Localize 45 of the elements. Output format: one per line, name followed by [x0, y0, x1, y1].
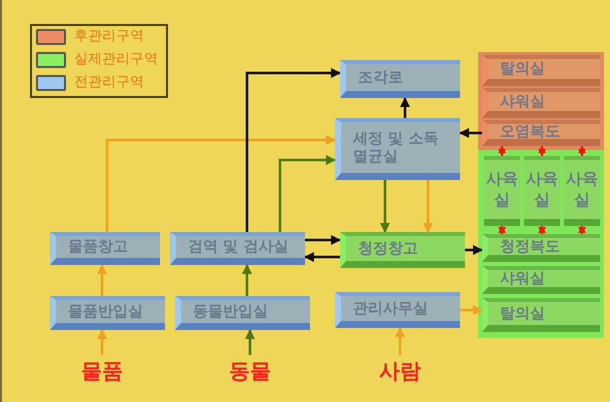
room-box: 사육실: [564, 156, 600, 226]
input-label: 동물: [218, 355, 282, 387]
legend-label: 전관리구역: [74, 73, 144, 91]
room-box: 사육실: [524, 156, 560, 226]
double-arrow: [538, 145, 546, 157]
arrow: [395, 327, 405, 355]
arrow: [278, 155, 336, 232]
arrow: [242, 264, 252, 296]
room-box: 검역 및 검사실: [170, 232, 305, 265]
double-arrow: [498, 225, 506, 235]
room-box: 조각로: [340, 60, 460, 98]
arrow: [245, 329, 255, 355]
legend-label: 실제관리구역: [74, 50, 158, 68]
legend-label: 후관리구역: [74, 27, 144, 45]
double-arrow: [538, 225, 546, 235]
room-box: 청정창고: [340, 232, 465, 268]
double-arrow: [578, 225, 586, 235]
arrow: [246, 68, 341, 232]
room-box: 샤워실: [482, 266, 600, 294]
arrow: [460, 305, 483, 315]
room-box: 사육실: [484, 156, 520, 226]
room-box: 탈의실: [482, 298, 600, 332]
arrow: [459, 128, 482, 138]
double-arrow: [578, 145, 586, 157]
arrow: [305, 235, 341, 245]
arrow: [97, 329, 107, 355]
input-label: 사람: [368, 355, 432, 387]
room-box: 물품창고: [50, 232, 160, 265]
room-box: 샤워실: [482, 88, 600, 118]
arrow: [400, 97, 410, 118]
arrow: [304, 252, 340, 262]
arrow: [465, 245, 483, 255]
room-box: 세정 및 소독 멸균실: [335, 118, 460, 180]
double-arrow: [498, 145, 506, 157]
arrow: [97, 264, 107, 296]
room-box: 동물반입실: [175, 296, 310, 330]
arrow: [423, 180, 433, 233]
arrow: [380, 180, 390, 233]
arrow: [106, 135, 336, 232]
input-label: 물품: [70, 355, 134, 387]
room-box: 오염복도: [482, 120, 600, 146]
room-box: 물품반입실: [50, 296, 165, 330]
room-box: 탈의실: [482, 55, 600, 86]
room-box: 청정복도: [482, 234, 600, 262]
room-box: 관리사무실: [335, 292, 460, 328]
